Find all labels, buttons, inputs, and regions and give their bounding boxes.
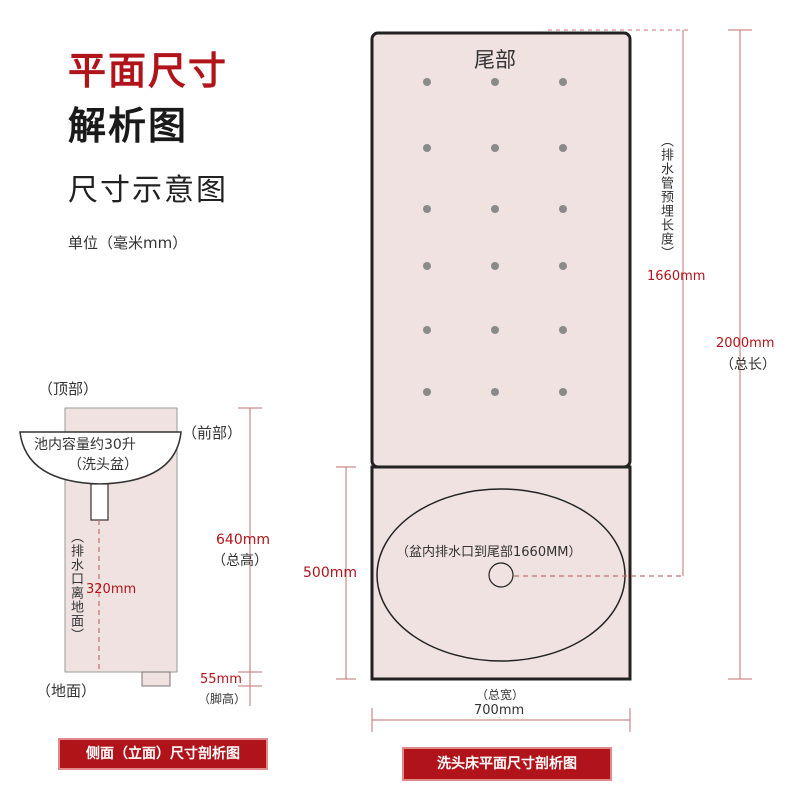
total-height-value: 640mm <box>216 532 270 548</box>
drain-height-label: （排水口离地面） <box>68 530 83 642</box>
dot <box>559 205 567 213</box>
dot <box>491 388 499 396</box>
side-ground-label: （地面） <box>36 682 97 700</box>
basin-name-label: （洗头盆） <box>68 457 138 473</box>
foot-height-label: （脚高） <box>198 692 247 706</box>
side-view-foot <box>141 671 171 687</box>
plan-view-drain-hole <box>488 562 514 588</box>
total-width-label: （总宽） <box>476 688 525 702</box>
side-view-drawing <box>19 407 262 706</box>
total-length-value: 2000mm <box>716 336 775 351</box>
dot <box>491 326 499 334</box>
drain-pipe-value: 1660mm <box>647 269 706 284</box>
total-length-label: （总长） <box>720 357 776 373</box>
side-front-label: （前部） <box>182 424 243 442</box>
foot-height-value: 55mm <box>200 672 242 687</box>
dot <box>491 205 499 213</box>
total-height-label: （总高） <box>212 553 268 569</box>
dot <box>559 144 567 152</box>
dot <box>559 78 567 86</box>
dot <box>423 388 431 396</box>
basin-capacity-label: 池内容量约30升 <box>34 437 136 453</box>
title-line-2: 解析图 <box>68 104 189 148</box>
dot <box>559 326 567 334</box>
dot <box>423 78 431 86</box>
dot <box>423 144 431 152</box>
title-line-1: 平面尺寸 <box>68 49 229 93</box>
dot <box>491 144 499 152</box>
side-view-drain-pipe <box>90 483 109 521</box>
title-line-3: 尺寸示意图 <box>68 173 228 208</box>
dot <box>423 326 431 334</box>
total-width-value: 700mm <box>474 703 525 718</box>
side-view-caption: 侧面（立面）尺寸剖析图 <box>58 738 268 770</box>
plan-view-dot-grid <box>423 78 567 396</box>
dot <box>559 262 567 270</box>
unit-label: 单位（毫米mm） <box>68 234 188 252</box>
dot <box>559 388 567 396</box>
dot <box>491 262 499 270</box>
basin-drain-text: （盆内排水口到尾部1660MM） <box>396 545 582 560</box>
side-top-label: （顶部） <box>38 380 99 398</box>
plan-view-bed-top <box>370 31 632 469</box>
plan-tail-label: 尾部 <box>474 48 516 72</box>
drain-pipe-label: （排水管预埋长度） <box>658 134 673 260</box>
dot <box>423 262 431 270</box>
plan-view-drawing <box>336 29 752 732</box>
basin-section-value: 500mm <box>303 565 357 581</box>
drain-height-value: 320mm <box>86 582 137 597</box>
dot <box>423 205 431 213</box>
dot <box>491 78 499 86</box>
plan-view-caption: 洗头床平面尺寸剖析图 <box>402 747 612 781</box>
